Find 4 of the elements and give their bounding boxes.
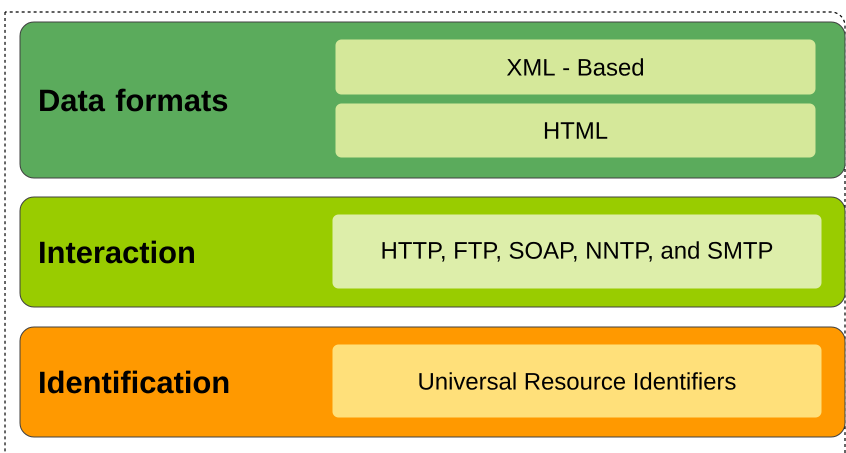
item-box: HTTP, FTP, SOAP, NNTP, and SMTP [332,214,822,288]
item-box: Universal Resource Identifiers [332,344,822,418]
item-box: HTML [336,104,816,158]
item-box: XML - Based [336,40,816,94]
